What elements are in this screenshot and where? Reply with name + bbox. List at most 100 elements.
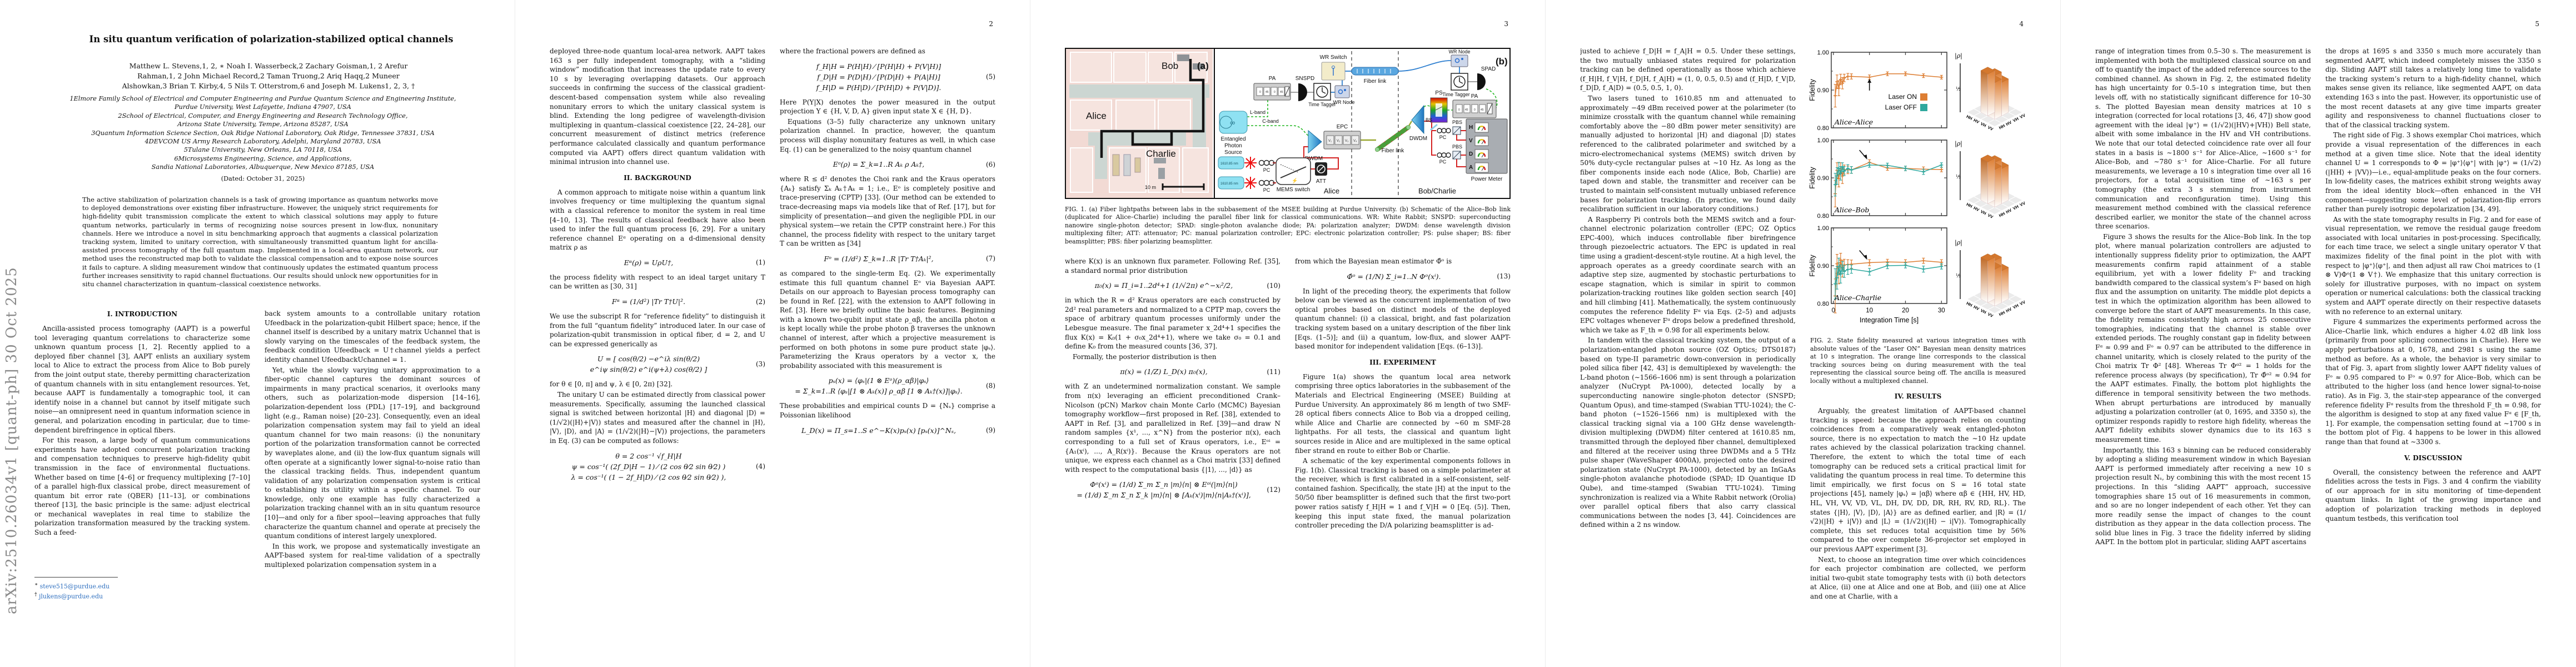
- svg-text:VH: VH: [1980, 121, 1987, 128]
- svg-text:VV: VV: [1987, 212, 1994, 220]
- dwdm-right-icon: [1411, 104, 1424, 135]
- fiber-mid-bar: [1375, 125, 1411, 152]
- label-eps-3: Source: [1224, 150, 1242, 156]
- svg-text:V₄: V₄: [1353, 140, 1357, 143]
- paragraph: Figure 1(a) shows the quantum local area…: [1295, 372, 1511, 455]
- p3-col-left: where K(x) is an unknown flux parameter.…: [1065, 257, 1280, 609]
- svg-text:VV: VV: [1987, 125, 1994, 132]
- svg-text:0.90: 0.90: [1817, 87, 1829, 94]
- paragraph: for θ ∈ [0, π] and ψ, λ ∈ [0, 2π) [32].: [550, 380, 673, 389]
- svg-text:VV: VV: [2019, 300, 2026, 307]
- p5-col-left: range of integration times from 0.5–30 s…: [2095, 47, 2311, 609]
- svg-text:0: 0: [1259, 91, 1261, 94]
- pc-coils-1: [1258, 160, 1275, 166]
- mems-switch: ⚡: [1275, 157, 1311, 185]
- label-pa-right: PA: [1471, 93, 1478, 99]
- snspd-detector-icon: [1298, 83, 1307, 101]
- label-pbs-2: PBS: [1452, 144, 1462, 150]
- svg-text:VH: VH: [1980, 209, 1987, 216]
- paragraph: Figure 3 shows the results for the Alice…: [2095, 232, 2311, 444]
- svg-text:1610.85 nm: 1610.85 nm: [1220, 162, 1238, 166]
- affiliation-line: Sandia National Laboratories, Albuquerqu…: [151, 163, 375, 171]
- cband-fiber: [1247, 125, 1309, 136]
- attenuator: [1315, 162, 1327, 176]
- pc-coils-4: [1437, 152, 1451, 158]
- paragraph: Overall, the consistency between the ref…: [2325, 468, 2541, 522]
- laser-1: 1610.85 nm: [1218, 156, 1257, 170]
- label-fiber-link-mid: Fiber link: [1382, 148, 1405, 154]
- paragraph: Importantly, this 163 s binning can be r…: [2095, 446, 2311, 546]
- affiliation-line: 2School of Electrical, Computer, and Ene…: [118, 112, 408, 120]
- label-snspd: SNSPD: [1296, 76, 1314, 82]
- paragraph: back system amounts to a controllable un…: [265, 310, 480, 364]
- label-pa-left: PA: [1269, 76, 1276, 82]
- floorplan-fiber-path: [1100, 59, 1205, 158]
- label-dwdm-right: DWDM: [1409, 136, 1427, 142]
- page-2: 2 deployed three-node quantum local-area…: [515, 0, 1030, 667]
- paragraph: in which the R = d² Kraus operators are …: [1065, 296, 1280, 351]
- svg-text:VV: VV: [2019, 201, 2026, 208]
- label-ps: PS: [1435, 90, 1443, 96]
- svg-text:Fidelity: Fidelity: [1808, 166, 1816, 188]
- pbs-1: [1452, 126, 1461, 135]
- label-lband: L-band: [1250, 109, 1265, 115]
- p2-col-left: deployed three-node quantum local-area n…: [550, 47, 765, 609]
- paragraph: Two lasers tuned to 1610.85 nm and atten…: [1580, 94, 1796, 213]
- equation-8: pₛ(x) = ⟨φₛ|(1 ⊗ Eᵒ)(ρ_αβ)|φₛ⟩ = Σ_k=1..…: [795, 376, 995, 396]
- svg-text:HH: HH: [1966, 301, 1974, 308]
- equation-9: L_D(x) = Π_s=1..S e^−K(x)pₛ(x) [pₛ(x)]^N…: [801, 426, 995, 435]
- svg-text:∞: ∞: [1230, 118, 1235, 127]
- label-wr-node-left: WR Node: [1333, 99, 1354, 105]
- figure-a-tag: (a): [1197, 61, 1209, 71]
- page-5: 5 range of integration times from 0.5–30…: [2061, 0, 2576, 667]
- email-link[interactable]: steve515@purdue.edu: [39, 583, 110, 590]
- equation-10: π₀(x) = Π_i=1..2d⁴+1 (1/√2π) e^−xᵢ²/2,(1…: [1094, 281, 1280, 290]
- svg-text:V: V: [1469, 138, 1473, 144]
- paragraph: with Z an undetermined normalization con…: [1065, 382, 1280, 474]
- entangled-photon-source: ∞: [1219, 111, 1248, 134]
- pbs-2: [1452, 151, 1461, 160]
- p1-col-right: back system amounts to a controllable un…: [265, 309, 480, 609]
- p5-col-right: the drops at 1695 s and 3350 s much more…: [2325, 47, 2541, 609]
- paragraph: from which the Bayesian mean estimator Φ…: [1295, 257, 1452, 265]
- paragraph: A common approach to mitigate noise with…: [550, 188, 765, 252]
- author-line: Matthew L. Stevens,1, 2, ∗ Noah I. Wasse…: [129, 62, 408, 70]
- dwdm-left-icon: [1308, 130, 1322, 154]
- paragraph: Formally, the posterior distribution is …: [1073, 352, 1217, 361]
- svg-text:Integration Time [s]: Integration Time [s]: [1860, 316, 1919, 324]
- floorplan-scalebar: [1162, 183, 1205, 190]
- footnote-symbol: †: [34, 591, 37, 598]
- label-node-bobcharlie: Bob/Charlie: [1418, 187, 1456, 195]
- p4-col-right: IV. RESULTS Arguably, the greatest limit…: [1810, 391, 2026, 609]
- svg-text:HH: HH: [1966, 202, 1974, 209]
- paragraph: A schematic of the key experimental comp…: [1295, 457, 1511, 530]
- equation-12: Φᵒ(xⁱ) = (1/d) Σ_m Σ_n |m⟩⟨n| ⊗ Eᵒⁱ(|m⟩⟨…: [1077, 480, 1280, 500]
- paragraph: For this reason, a large body of quantum…: [34, 436, 250, 537]
- paragraph: Equations (3–5) fully characterize any u…: [780, 117, 995, 153]
- p1-col-left: I. INTRODUCTION Ancilla-assisted process…: [34, 309, 250, 575]
- svg-text:V₃: V₃: [1345, 140, 1349, 143]
- page-number: 4: [2019, 20, 2024, 28]
- svg-text:HV: HV: [2005, 207, 2012, 215]
- figure-b-tag: (b): [1496, 56, 1508, 67]
- page-1: arXiv:2510.26034v1 [quant-ph] 30 Oct 202…: [0, 0, 515, 667]
- paragraph: Yet, while the slowly varying unitary ap…: [265, 366, 480, 540]
- floorplan-label-charlie: Charlie: [1146, 148, 1176, 159]
- paragraph: where K(x) is an unknown flux parameter.…: [1065, 257, 1280, 275]
- svg-text:45: 45: [1280, 91, 1283, 94]
- svg-text:½: ½: [1956, 273, 1961, 279]
- section-heading-results: IV. RESULTS: [1894, 392, 1942, 400]
- svg-text:Fidelity: Fidelity: [1808, 254, 1816, 276]
- page-number: 3: [1504, 20, 1508, 28]
- section-heading-discussion: V. DISCUSSION: [2404, 454, 2463, 462]
- equation-1: Eᵅ(ρ) = UρU†,(1): [624, 258, 765, 267]
- section-heading-experiment: III. EXPERIMENT: [1369, 358, 1436, 366]
- svg-text:HV: HV: [1972, 305, 1980, 312]
- email-link[interactable]: jlukens@purdue.edu: [39, 593, 103, 600]
- equation-7: Fᵒ = (1/d²) Σ_k=1..R |Tr T†Aₖ|²,(7): [824, 254, 995, 263]
- label-wr-node-right: WR Node: [1448, 49, 1470, 54]
